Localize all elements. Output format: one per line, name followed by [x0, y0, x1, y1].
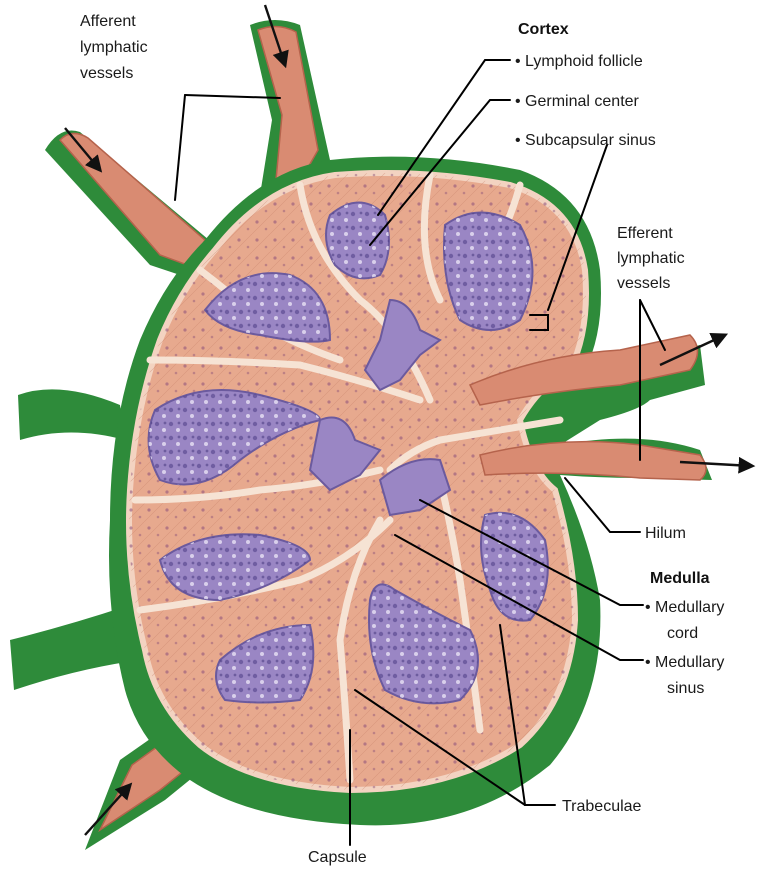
lymphoid-follicle-label: • Lymphoid follicle: [515, 53, 643, 70]
afferent-label: Afferent lymphatic vessels: [80, 13, 152, 82]
germinal-center-label: • Germinal center: [515, 93, 640, 110]
trabeculae-label: Trabeculae: [562, 798, 642, 815]
medulla-heading: Medulla: [650, 570, 710, 587]
medullary-sinus-label: • Medullary sinus: [645, 654, 729, 697]
medullary-cord-label: • Medullary cord: [645, 599, 729, 642]
cortex-heading: Cortex: [518, 21, 569, 38]
subcapsular-sinus-label: • Subcapsular sinus: [515, 132, 656, 149]
hilum-label: Hilum: [645, 525, 686, 542]
efferent-label: Efferent lymphatic vessels: [617, 225, 689, 292]
capsule-label: Capsule: [308, 849, 367, 866]
